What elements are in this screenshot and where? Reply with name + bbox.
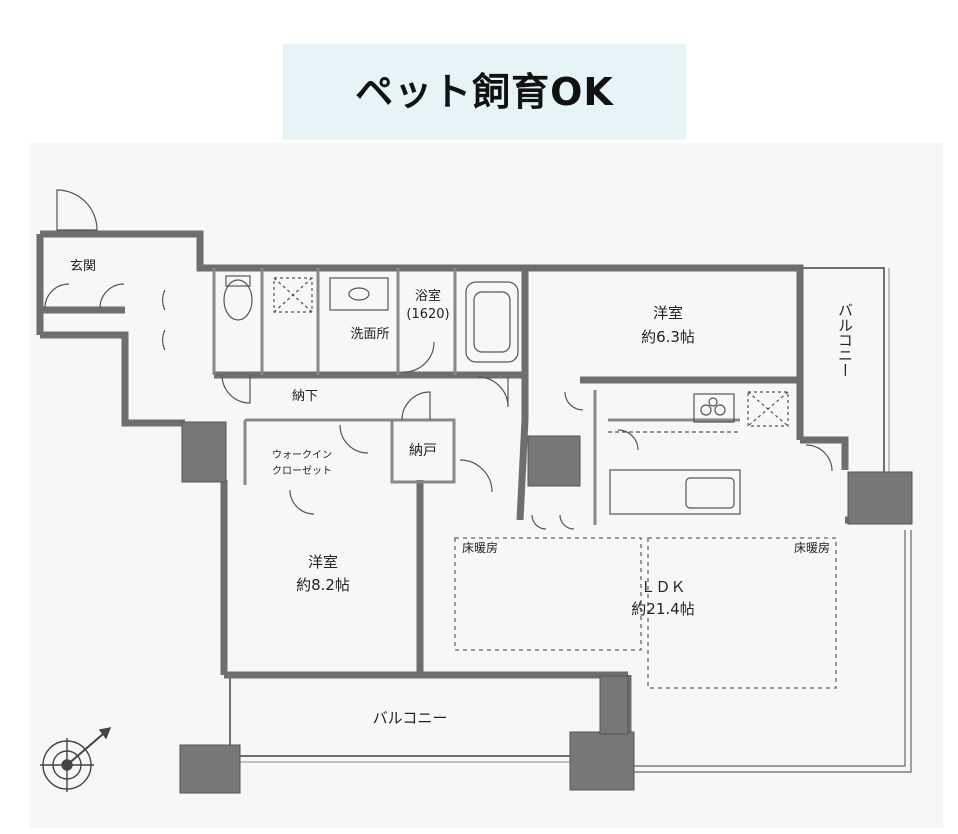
- label-walkin-line1: ウォークイン: [272, 449, 332, 461]
- label-floor-heat-left: 床暖房: [462, 540, 498, 555]
- label-western2-name: 洋室: [308, 553, 338, 571]
- stove-icon: [693, 393, 735, 423]
- label-ldk-size: 約21.4帖: [631, 600, 694, 618]
- label-bath-name: 浴室: [415, 288, 441, 304]
- interior-walls: [212, 268, 740, 525]
- label-hall: 納下: [292, 389, 318, 404]
- label-western2-size: 約8.2帖: [296, 576, 350, 594]
- room-labels: 玄関 納下 洗面所 浴室 (1620) 洋室 約6.3帖 ウォークイン クローゼ…: [70, 259, 854, 727]
- label-washroom: 洗面所: [350, 327, 389, 342]
- label-bath-size: (1620): [406, 307, 449, 322]
- label-balcony-right: バルコニー: [836, 303, 854, 378]
- bathtub-icon: [465, 281, 519, 363]
- balcony-ldk-edge: [632, 530, 912, 773]
- door-swings: [44, 189, 833, 530]
- toilet-icon: [223, 279, 253, 321]
- washbasin-icon: [329, 277, 389, 311]
- compass-icon: [40, 727, 112, 792]
- label-storage: 納戸: [409, 443, 437, 459]
- label-western1-size: 約6.3帖: [641, 328, 695, 346]
- plan-sheet: [30, 143, 943, 828]
- label-floor-heat-right: 床暖房: [794, 540, 830, 555]
- banner-text: ペット飼育OK: [355, 70, 614, 114]
- kitchen-sink-icon: [685, 477, 735, 509]
- floor-heating-zones: [454, 537, 837, 689]
- label-balcony-bottom: バルコニー: [373, 709, 448, 727]
- fixtures: [223, 275, 789, 515]
- pet-ok-banner: ペット飼育OK: [283, 44, 686, 140]
- label-western1-name: 洋室: [653, 304, 683, 322]
- balcony-bottom-area: [229, 678, 575, 763]
- balcony-right-area: [800, 267, 890, 475]
- floor-heating-right: [647, 537, 837, 689]
- columns: [179, 421, 913, 794]
- label-walkin-line2: クローゼット: [272, 465, 332, 477]
- floor-heating-left: [454, 537, 642, 651]
- label-ldk-name: ＬＤＫ: [640, 578, 685, 596]
- label-entrance: 玄関: [70, 259, 96, 274]
